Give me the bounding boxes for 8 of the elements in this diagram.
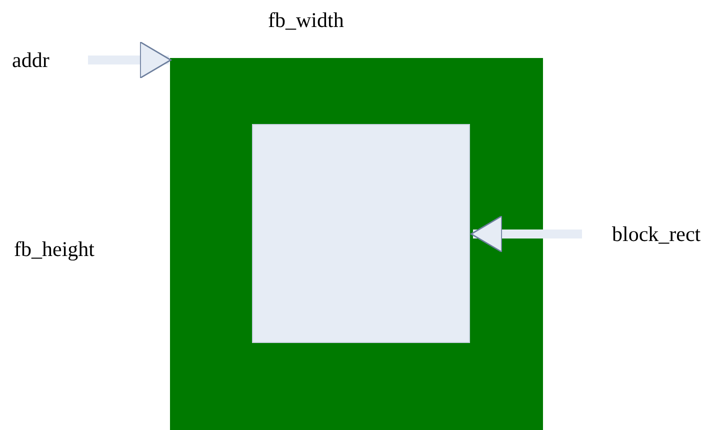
dimension-label: fb_height bbox=[14, 237, 94, 261]
framebuffer-rectangle bbox=[170, 58, 543, 430]
block-arrow bbox=[88, 41, 172, 79]
dimension-label: fb_width bbox=[268, 8, 344, 32]
node-label: addr bbox=[12, 48, 62, 72]
block-arrow bbox=[470, 215, 582, 253]
node-label: block_rect bbox=[612, 222, 710, 246]
block-rectangle bbox=[252, 124, 470, 343]
